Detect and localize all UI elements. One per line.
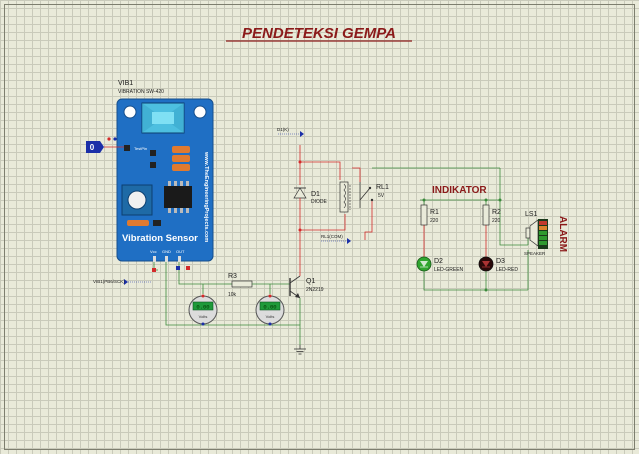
voltmeter-2-unit: Volts [266, 314, 275, 319]
d1-part: DIODE [311, 199, 328, 205]
logic-state-input[interactable]: 0 [86, 137, 124, 153]
r2-value: 220 [492, 218, 501, 224]
relay-wires [300, 161, 500, 240]
junction-dot [484, 288, 488, 292]
r1-value: 220 [430, 218, 439, 224]
junction-dot [422, 198, 426, 202]
led-d2-green[interactable]: D2 LED-GREEN [416, 256, 464, 273]
out-marker [176, 266, 180, 270]
svg-text:VIB1(PB6/SCK): VIB1(PB6/SCK) [93, 279, 125, 284]
svg-text:RL1(COM): RL1(COM) [321, 234, 343, 239]
r3-ref: R3 [228, 273, 237, 280]
rl1-ref: RL1 [376, 184, 389, 191]
probe-d1k[interactable]: D1(K) [277, 127, 304, 137]
voltmeter-1-display: 0.00 [196, 304, 209, 311]
speaker-ls1[interactable]: LS1 SPEAKER [524, 211, 548, 256]
testpin-pad [124, 145, 130, 151]
svg-text:0: 0 [90, 143, 95, 152]
r2-ref: R2 [492, 209, 501, 216]
vcc-marker [152, 268, 156, 272]
pin-gnd-label: GND [162, 249, 171, 254]
vibration-sensor-module[interactable]: TestPin www.TheEngineeringProjects.com V… [116, 98, 214, 262]
sensor-ref: VIB1 [118, 80, 133, 87]
voltmeter-1-unit: Volts [199, 314, 208, 319]
rl1-value: 5V [378, 193, 385, 199]
svg-text:D1(K): D1(K) [277, 127, 289, 132]
q1-ref: Q1 [306, 278, 315, 285]
pin-vcc-label: Vcc [150, 249, 157, 254]
relay-rl1[interactable]: RL1 5V [339, 181, 389, 213]
d2-part: LED-GREEN [434, 267, 464, 273]
diode-d1[interactable]: D1 DIODE [293, 145, 328, 230]
board-label: Vibration Sensor [122, 233, 198, 244]
voltmeter-1[interactable]: 0.00 Volts [188, 294, 218, 326]
ground-symbol [294, 345, 306, 355]
resistor-r2[interactable]: R2 220 [482, 204, 501, 226]
r1-ref: R1 [430, 209, 439, 216]
transistor-q1[interactable]: Q1 2N2219 [289, 230, 324, 325]
indikator-label: INDIKATOR [432, 185, 487, 196]
board-url-text: www.TheEngineeringProjects.com [203, 151, 209, 242]
led-d3-red[interactable]: D3 LED-RED [478, 256, 518, 273]
probe-vib1[interactable]: VIB1(PB6/SCK) [93, 279, 152, 285]
pin-out-label: OUT [176, 249, 185, 254]
q1-part: 2N2219 [306, 287, 324, 293]
alarm-label: ALARM [557, 216, 568, 252]
voltmeter-2[interactable]: 0.00 Volts [255, 294, 285, 326]
out-marker-2 [186, 266, 190, 270]
d3-ref: D3 [496, 258, 505, 265]
resistor-r1[interactable]: R1 220 [420, 204, 439, 226]
d1-ref: D1 [311, 191, 320, 198]
d2-ref: D2 [434, 258, 443, 265]
schematic-title: PENDETEKSI GEMPA [242, 25, 396, 42]
junction-dot [484, 198, 488, 202]
testpin-label: TestPin [134, 146, 147, 151]
d3-part: LED-RED [496, 267, 518, 273]
voltmeter-2-display: 0.00 [263, 304, 276, 311]
probe-rl1com[interactable]: RL1(COM) [321, 234, 351, 244]
sensor-part: VIBRATION SW-420 [118, 89, 164, 95]
ls1-ref: LS1 [525, 211, 538, 218]
resistor-r3[interactable]: R3 10k [225, 273, 290, 298]
sheet-border [4, 4, 635, 450]
ls1-part: SPEAKER [524, 251, 546, 256]
r3-value: 10k [228, 292, 237, 298]
junction-dot [498, 198, 502, 202]
